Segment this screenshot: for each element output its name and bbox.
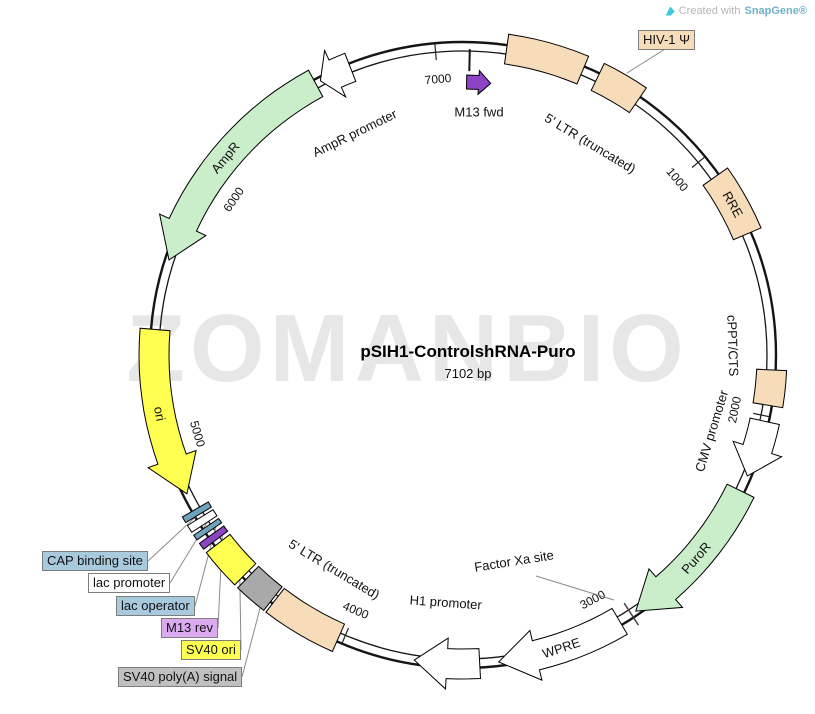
feature-h1-promoter[interactable] [413, 637, 482, 691]
credit-text: Created with [678, 5, 741, 17]
factor-xa-label: Factor Xa site [473, 547, 555, 574]
feature-label-five-ltr-top: 5' LTR (truncated) [542, 110, 638, 176]
feature-label-ampr-promoter: AmpR promoter [310, 106, 400, 160]
feature-m13-fwd[interactable] [465, 69, 492, 96]
feature-ori[interactable] [138, 327, 197, 495]
tick-label-5000: 5000 [187, 419, 208, 449]
feature-label-ori: ori [151, 405, 169, 422]
feature-hiv1-psi[interactable] [590, 62, 648, 114]
feature-lac-promoter[interactable] [186, 509, 218, 533]
snapgene-credit: Created with SnapGene® [665, 5, 807, 17]
feature-puror[interactable] [635, 483, 755, 612]
tick-label-3000: 3000 [578, 587, 608, 612]
feature-lac-operator[interactable] [192, 517, 223, 541]
feature-ampr[interactable] [158, 69, 324, 261]
callout-m13-rev-label[interactable]: M13 rev [161, 618, 218, 638]
tick-label-1000: 1000 [663, 165, 691, 195]
feature-sv40-ori[interactable] [205, 533, 257, 586]
leader-line-group [147, 49, 664, 678]
leader-line-lac-promoter-label [169, 514, 213, 584]
feature-m13-rev[interactable] [198, 525, 229, 550]
feature-label-five-ltr-bottom: 5' LTR (truncated) [286, 536, 382, 602]
leader-line-hiv1-psi-label [626, 49, 664, 74]
feature-factor-xa-site[interactable] [623, 602, 640, 626]
feature-five-ltr-top[interactable] [503, 33, 590, 85]
feature-ampr-promoter[interactable] [319, 48, 357, 99]
callout-cap-binding-site-label[interactable]: CAP binding site [42, 551, 148, 571]
snapgene-logo-icon [665, 6, 675, 16]
feature-label-cppt-cts: cPPT/CTS [724, 315, 741, 377]
feature-rre[interactable] [702, 167, 762, 241]
callout-lac-operator-label[interactable]: lac operator [116, 596, 195, 616]
feature-sv40-polya[interactable] [236, 565, 283, 612]
tick-label-2000: 2000 [725, 395, 744, 424]
tick-mark-7000 [434, 44, 437, 61]
pointer-line [535, 575, 615, 601]
feature-five-ltr-bottom[interactable] [265, 587, 346, 653]
feature-label-h1-promoter: H1 promoter [409, 592, 483, 612]
callout-sv40-ori-label[interactable]: SV40 ori [181, 640, 241, 660]
tick-mark-1000 [691, 156, 705, 168]
feature-wpre[interactable] [497, 607, 628, 681]
m13-fwd-label: M13 fwd [454, 105, 503, 120]
feature-m13-fwd-site[interactable] [468, 49, 471, 72]
feature-group [138, 33, 788, 691]
tick-label-4000: 4000 [341, 599, 371, 622]
tick-label-7000: 7000 [424, 71, 452, 87]
tick-mark-2000 [753, 412, 770, 418]
feature-label-cmv-promoter: CMV promoter [692, 388, 731, 474]
tick-mark-4000 [341, 627, 350, 643]
feature-cap-binding-site[interactable] [181, 501, 213, 524]
callout-lac-promoter-label[interactable]: lac promoter [88, 573, 171, 593]
callout-hiv1-psi-label[interactable]: HIV-1 Ψ [638, 30, 695, 50]
callout-sv40-polya-label[interactable]: SV40 poly(A) signal [118, 667, 243, 687]
feature-cmv-promoter[interactable] [732, 417, 783, 477]
feature-cppt-cts[interactable] [752, 368, 788, 409]
tick-label-6000: 6000 [220, 184, 247, 214]
snapgene-brand: SnapGene® [744, 5, 807, 17]
